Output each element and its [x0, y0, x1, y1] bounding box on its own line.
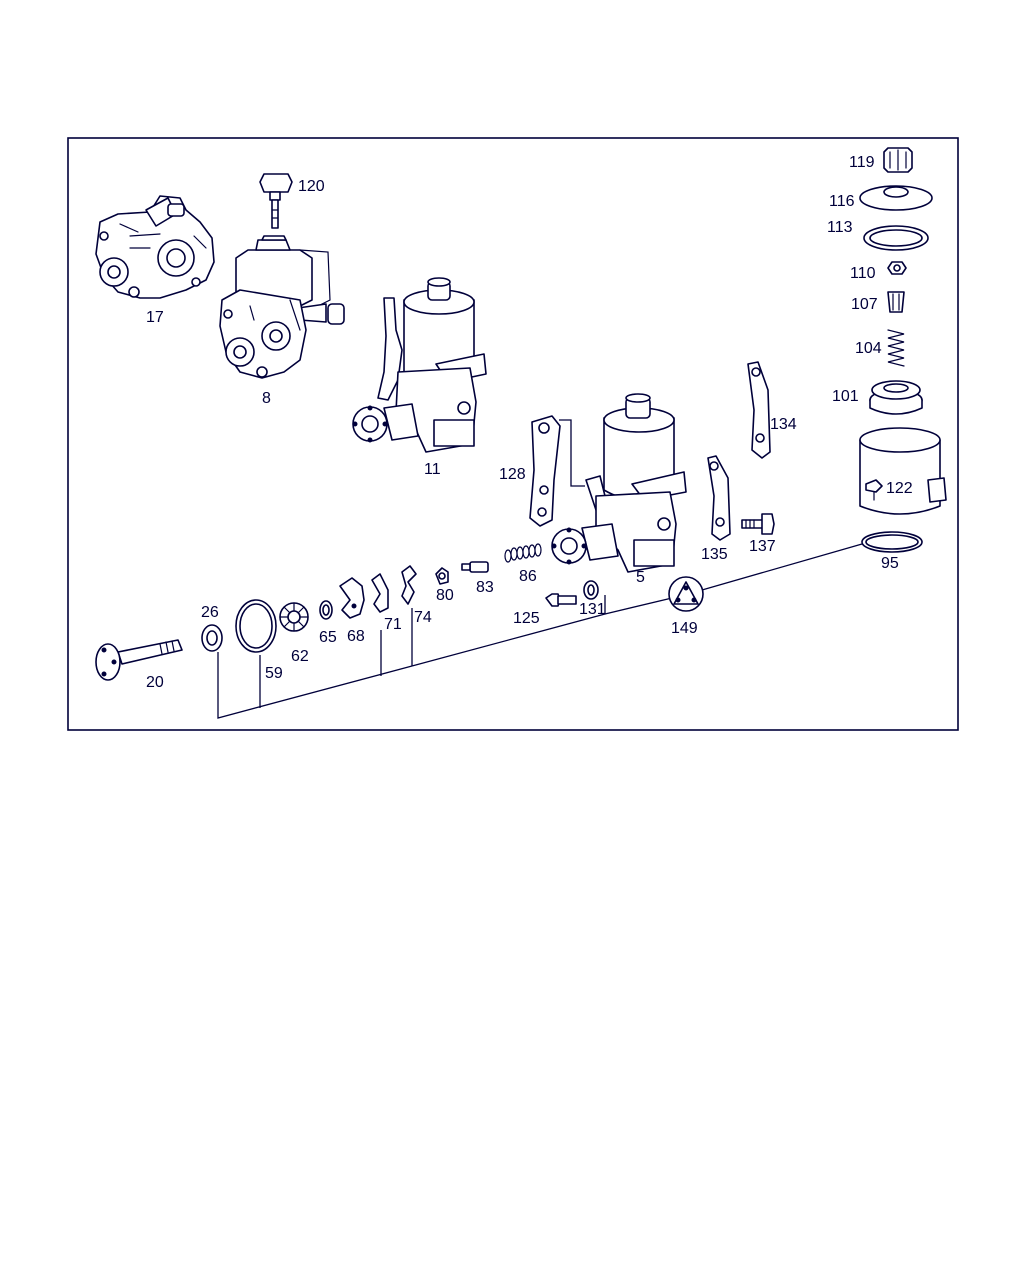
plate-74	[401, 565, 417, 605]
callout-125: 125	[513, 610, 540, 627]
pump-assembly-17	[95, 195, 215, 299]
leader-lines	[217, 419, 863, 719]
bearing-26	[201, 624, 223, 652]
callout-68: 68	[347, 628, 365, 645]
callout-119: 119	[849, 154, 875, 171]
bolt-137	[741, 513, 775, 535]
spring-86	[504, 543, 542, 563]
o-ring-59	[235, 599, 277, 653]
callout-59: 59	[265, 665, 283, 682]
callout-74: 74	[414, 609, 432, 626]
rotor-62	[279, 602, 309, 632]
callout-131: 131	[579, 601, 606, 618]
callout-137: 137	[749, 538, 776, 555]
callout-128: 128	[499, 466, 526, 483]
callout-120: 120	[298, 178, 325, 195]
callout-113: 113	[827, 219, 853, 236]
pump-assembly-5	[551, 393, 687, 573]
callout-110: 110	[850, 265, 876, 282]
callout-116: 116	[829, 193, 855, 210]
callout-17: 17	[146, 309, 164, 326]
cap-plate-116	[859, 185, 933, 211]
callout-8: 8	[262, 390, 271, 407]
callout-104: 104	[855, 340, 882, 357]
callout-101: 101	[832, 388, 859, 405]
diagram-frame	[67, 137, 959, 731]
callout-5: 5	[636, 569, 645, 586]
callout-86: 86	[519, 568, 537, 585]
reservoir-cap-120	[259, 173, 293, 229]
plate-71	[371, 573, 389, 613]
valve-piston-83	[461, 561, 489, 573]
callout-11: 11	[424, 461, 441, 478]
callout-20: 20	[146, 674, 164, 691]
callout-135: 135	[701, 546, 728, 563]
plate-149	[668, 576, 704, 612]
pump-assembly-8	[219, 235, 345, 379]
spring-104	[887, 329, 905, 367]
callout-71: 71	[384, 616, 402, 633]
snap-ring-65	[319, 600, 333, 620]
filter-insert-107	[887, 291, 905, 313]
callout-labels: 17 8 120 11 5 128 134 135 137 119 116 11…	[146, 154, 913, 691]
plate-135	[707, 455, 731, 541]
washer-131	[583, 580, 599, 600]
callout-122: 122	[886, 480, 913, 497]
o-ring-95	[861, 531, 923, 553]
seal-ring-113	[863, 225, 929, 251]
bolt-125	[545, 593, 577, 607]
pump-assembly-11	[352, 277, 487, 453]
callout-62: 62	[291, 648, 309, 665]
callout-26: 26	[201, 604, 219, 621]
reservoir-122	[859, 427, 947, 515]
callout-95: 95	[881, 555, 899, 572]
callout-83: 83	[476, 579, 494, 596]
nut-119	[883, 147, 913, 173]
callout-134: 134	[770, 416, 797, 433]
valve-disc-101	[869, 380, 923, 415]
bracket-128	[529, 415, 561, 527]
nut-110	[887, 261, 907, 275]
callout-107: 107	[851, 296, 878, 313]
shaft-20	[95, 639, 183, 681]
callout-80: 80	[436, 587, 454, 604]
callout-149: 149	[671, 620, 698, 637]
fitting-80	[435, 567, 449, 585]
bracket-134	[747, 361, 771, 459]
callout-65: 65	[319, 629, 337, 646]
cam-ring-68	[339, 577, 365, 619]
